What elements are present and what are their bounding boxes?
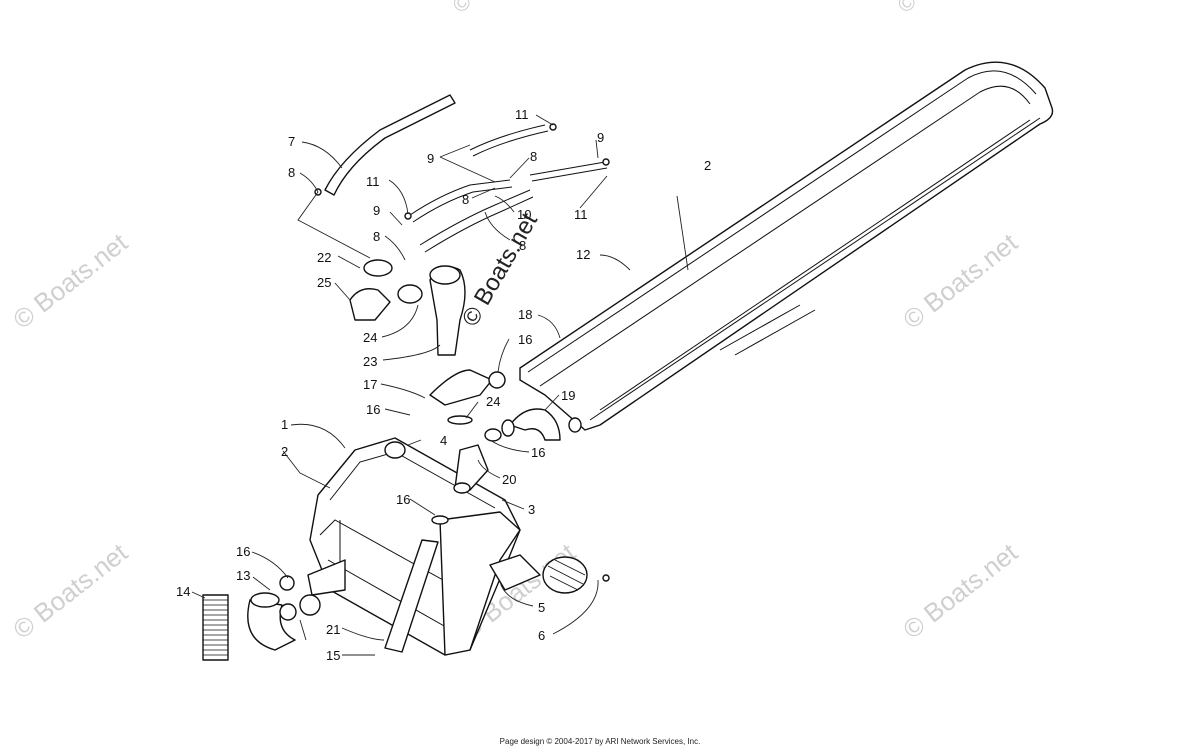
leader-lines — [191, 114, 689, 656]
upper-tubes — [384, 265, 493, 525]
callout-19: 19 — [561, 388, 575, 403]
callout-17: 17 — [363, 377, 377, 392]
callout-11: 11 — [366, 174, 380, 189]
plate-parts — [489, 554, 610, 594]
filler-neck — [349, 259, 423, 321]
callout-14: 14 — [176, 584, 190, 599]
callout-21: 21 — [326, 622, 340, 637]
callout-labels: 7 8 11 9 8 9 11 9 8 10 8 11 8 2 12 22 25… — [176, 107, 711, 663]
callout-11: 11 — [515, 107, 529, 122]
watermark-faint: © Boats.net — [7, 537, 133, 645]
callout-5: 5 — [538, 600, 545, 615]
faint-watermarks: © Boats.net © Boats.net © Boats.net © Bo… — [7, 0, 1023, 645]
small-hoses — [314, 94, 610, 253]
callout-16: 16 — [366, 402, 380, 417]
elbow-13 — [247, 575, 321, 651]
callout-3: 3 — [528, 502, 535, 517]
callout-18: 18 — [518, 307, 532, 322]
callout-8: 8 — [462, 192, 469, 207]
watermark-faint: © Boats.net — [893, 0, 999, 18]
callout-2: 2 — [704, 158, 711, 173]
callout-8: 8 — [288, 165, 295, 180]
spring-hose-14 — [202, 594, 229, 661]
callout-16: 16 — [236, 544, 250, 559]
watermark-faint: © Boats.net — [897, 537, 1023, 645]
pipe-21 — [384, 539, 439, 653]
callout-16: 16 — [396, 492, 410, 507]
callout-9: 9 — [427, 151, 434, 166]
callout-8: 8 — [519, 238, 526, 253]
callout-23: 23 — [363, 354, 377, 369]
callout-9: 9 — [373, 203, 380, 218]
callout-8: 8 — [373, 229, 380, 244]
callout-24: 24 — [363, 330, 377, 345]
watermark-faint: © Boats.net — [7, 227, 133, 335]
watermark-faint: © Boats.net — [897, 227, 1023, 335]
callout-9: 9 — [597, 130, 604, 145]
callout-16: 16 — [518, 332, 532, 347]
callout-13: 13 — [236, 568, 250, 583]
callout-8: 8 — [530, 149, 537, 164]
long-hose-assembly — [519, 61, 1054, 431]
callout-12: 12 — [576, 247, 590, 262]
callout-15: 15 — [326, 648, 340, 663]
footer-copyright: Page design © 2004-2017 by ARI Network S… — [499, 737, 701, 746]
callout-10: 10 — [517, 207, 531, 222]
callout-25: 25 — [317, 275, 331, 290]
callout-20: 20 — [502, 472, 516, 487]
watermark-faint: © Boats.net — [448, 0, 554, 18]
elbow-19 — [484, 371, 582, 442]
callout-22: 22 — [317, 250, 331, 265]
callout-2: 2 — [281, 444, 288, 459]
callout-7: 7 — [288, 134, 295, 149]
callout-11: 11 — [574, 207, 588, 222]
callout-24: 24 — [486, 394, 500, 409]
callout-4: 4 — [440, 433, 447, 448]
callout-6: 6 — [538, 628, 545, 643]
callout-1: 1 — [281, 417, 288, 432]
callout-16: 16 — [531, 445, 545, 460]
